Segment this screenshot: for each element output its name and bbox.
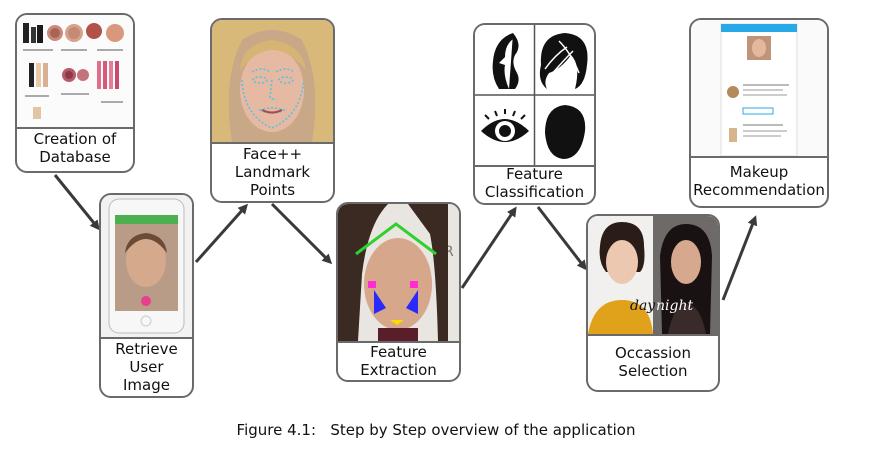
step-label: Face++ Landmark Points (234, 144, 311, 199)
step-retrieve-user-image: Retrieve User Image (99, 193, 194, 398)
step-label: Occassion Selection (615, 344, 691, 380)
step-creation-of-database: Creation of Database (15, 13, 135, 173)
eye-icon (481, 109, 529, 142)
recommendation-screen-image (691, 20, 827, 158)
step-label: Makeup Recommendation (693, 163, 825, 199)
step-makeup-recommendation: Makeup Recommendation (689, 18, 829, 208)
step-label: Feature Classification (484, 165, 585, 201)
feature-icons-grid (475, 25, 594, 167)
arrow-classification-to-occasion (536, 206, 587, 271)
phone-app-image (101, 195, 192, 339)
arrow-landmarks-to-extraction (270, 202, 333, 265)
day-tag: day (630, 298, 656, 314)
step-label: Retrieve User Image (115, 339, 178, 394)
step-occasion-selection: day night Occassion Selection (586, 214, 720, 392)
arrow-extraction-to-classification (460, 206, 517, 289)
step-label: Feature Extraction (360, 342, 437, 379)
feature-extraction-image: R (338, 204, 459, 343)
night-tag: night (656, 298, 694, 314)
step-face-landmark-points: Face++ Landmark Points (210, 18, 335, 203)
landmark-face-image (212, 20, 333, 144)
arrow-retrieve-to-landmarks (194, 203, 248, 263)
face-shape-icon (545, 105, 586, 159)
step-feature-classification: Feature Classification (473, 23, 596, 205)
step-label: Creation of Database (33, 130, 117, 166)
arrow-occasion-to-recommendation (721, 215, 758, 301)
step-feature-extraction: R Feature Extraction (336, 202, 461, 382)
figure-caption: Figure 4.1: Step by Step overview of the… (236, 421, 636, 439)
cosmetics-database-image (17, 15, 133, 129)
svg-text:R: R (444, 244, 454, 260)
arrow-database-to-retrieve (53, 174, 100, 231)
face-silhouette-icon (492, 33, 513, 89)
day-night-image: day night (588, 216, 718, 336)
